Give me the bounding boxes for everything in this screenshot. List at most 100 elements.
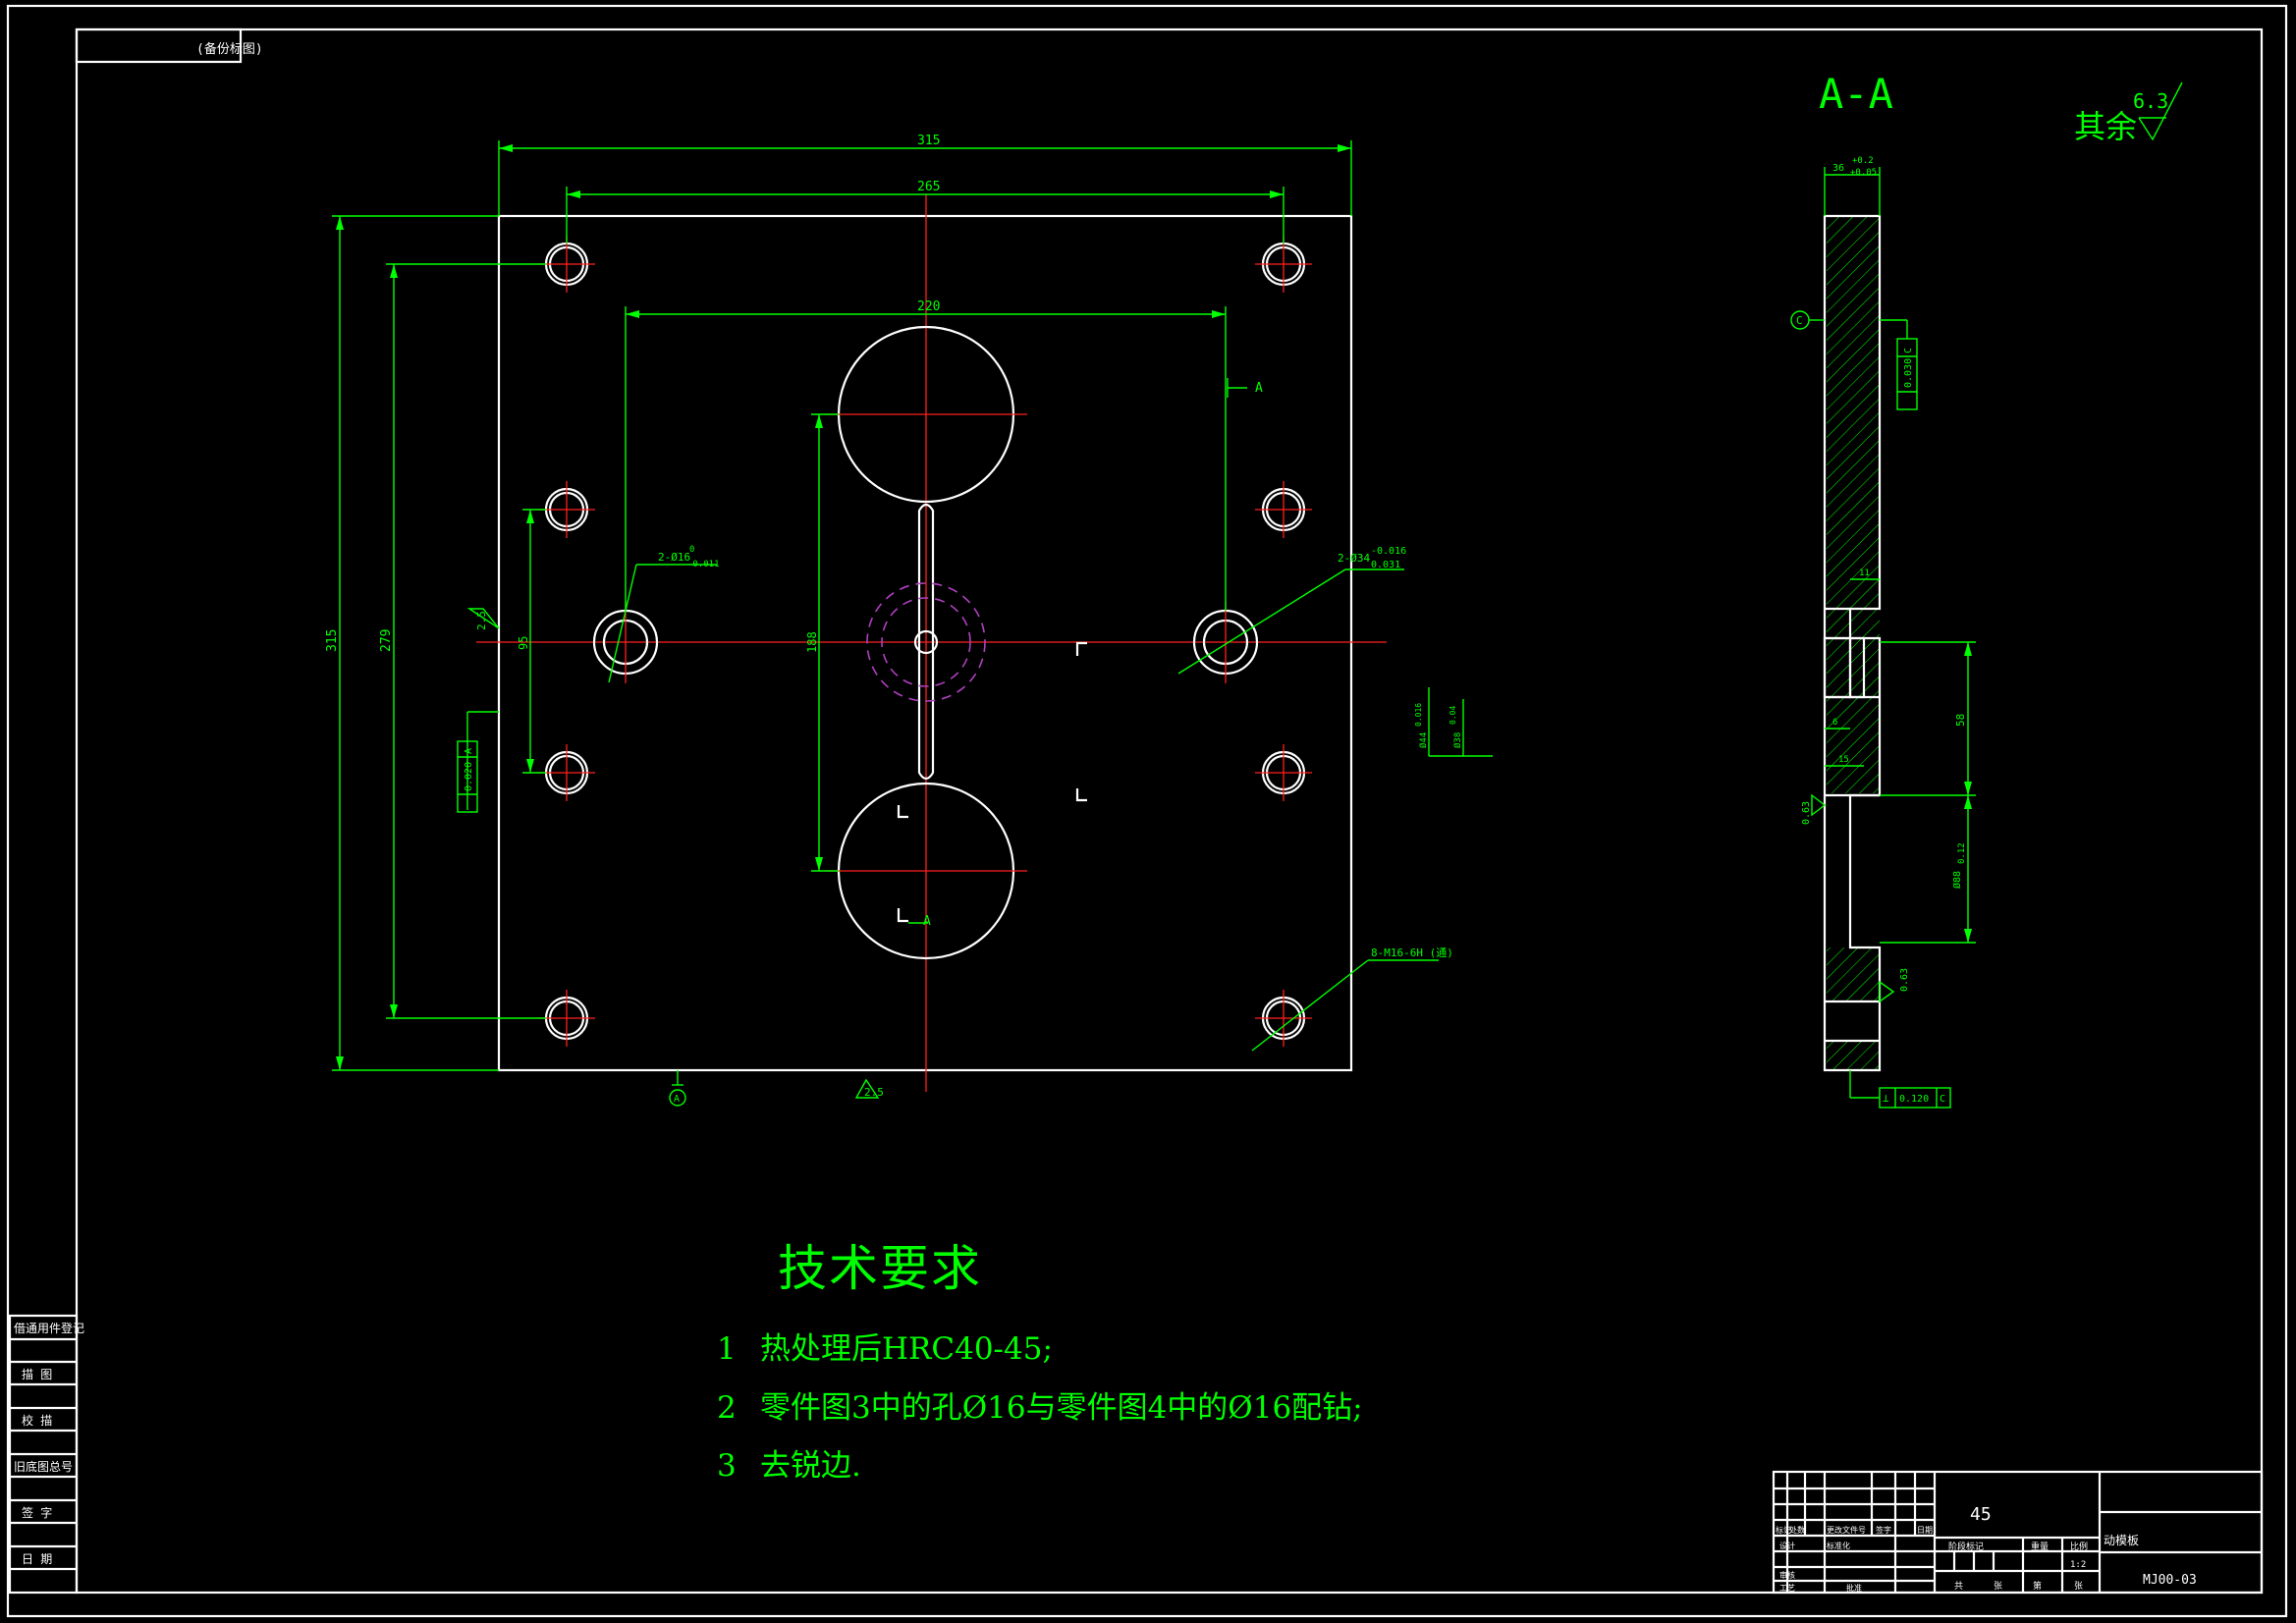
rev-header-4: 签字 <box>1876 1525 1891 1535</box>
runner-slot <box>917 503 935 781</box>
section-roughness-1: 0.63 <box>1801 801 1812 825</box>
title-sheet-label: 张 <box>1994 1581 2002 1592</box>
section-depth-3: 15 <box>1838 755 1849 765</box>
dim-guide-hole-lower: 0.031 <box>1371 560 1400 570</box>
margin-label-5: 签 字 <box>22 1505 52 1520</box>
title-block: 标记 处数 更改文件号 签字 日期 设计 标准化 审核 工艺 批准 45 阶段标… <box>1772 1470 2264 1595</box>
inner-border <box>75 27 2264 1595</box>
stamp-label: (备份标图) <box>196 41 263 57</box>
margin-label-1: 借通用件登记 <box>14 1321 84 1335</box>
role-standard: 标准化 <box>1827 1541 1850 1550</box>
section-depth-2: 6 <box>1832 718 1837 728</box>
counterbore-1: Ø44 <box>1418 732 1429 748</box>
datum-a: A <box>674 1094 680 1105</box>
title-sheet-no: 第 <box>2033 1580 2042 1592</box>
counterbore-1-tol: 0.016 <box>1414 703 1423 727</box>
guide-bush-right <box>1192 601 1259 683</box>
perp-ref: A <box>464 748 474 754</box>
datum-c: C <box>1796 314 1803 327</box>
tech-requirement-2-num: 2 <box>717 1390 737 1426</box>
section-mark-a-2: A <box>923 914 931 929</box>
section-bore-tol: 0.12 <box>1957 842 1967 864</box>
counterbore-2-tol: 0.04 <box>1449 706 1457 725</box>
stamp-box: (备份标图) <box>75 27 263 64</box>
section-title: A-A <box>1819 70 1893 118</box>
tech-requirement-3-text: 去锐边. <box>760 1448 861 1484</box>
title-stage: 阶段标记 <box>1948 1541 1984 1552</box>
section-thickness: 36 <box>1832 163 1844 174</box>
role-approve: 批准 <box>1846 1583 1862 1593</box>
sprue-hidden-outer <box>866 582 986 702</box>
tech-requirement-2: 2 零件图3中的孔Ø16与零件图4中的Ø16配钻; <box>717 1382 1363 1427</box>
screw-hole <box>1255 744 1312 801</box>
plate-outline <box>497 214 1353 1072</box>
rev-header-1: 标记 <box>1776 1525 1791 1535</box>
title-scale-value: 1:2 <box>2070 1560 2086 1570</box>
rev-header-2: 处数 <box>1789 1525 1805 1535</box>
roughness-value: 6.3 <box>2133 89 2168 113</box>
rev-header-5: 日期 <box>1917 1526 1933 1535</box>
section-bore: Ø88 <box>1951 871 1963 889</box>
section-thickness-lower: +0.05 <box>1850 168 1877 178</box>
dim-overall-width: 315 <box>917 134 940 148</box>
margin-label-2: 描 图 <box>22 1368 52 1381</box>
sprue-hidden-inner <box>881 597 971 687</box>
title-sheet-total: 共 <box>1954 1581 1963 1592</box>
dim-pin-hole-lower: -0.011 <box>687 560 720 569</box>
margin-label-3: 校 描 <box>22 1413 52 1428</box>
section-dim-58: 58 <box>1954 714 1967 727</box>
outer-border <box>6 4 2288 1618</box>
title-part-name: 动模板 <box>2104 1534 2139 1547</box>
dim-guide-hole: 2-Ø34 <box>1338 552 1370 565</box>
counterbore-2: Ø38 <box>1452 732 1463 748</box>
sprue-hole <box>913 629 939 655</box>
front-view: A A 315 265 220 315 279 <box>325 134 1493 1107</box>
title-sheet-label-2: 张 <box>2074 1581 2083 1592</box>
tech-requirement-1-text: 热处理后HRC40-45; <box>760 1331 1053 1367</box>
title-material: 45 <box>1970 1504 1992 1525</box>
title-drawing-number: MJ00-03 <box>2143 1573 2197 1588</box>
roughness-other-symbol: 其余 6.3 <box>2074 81 2183 145</box>
dim-hole-spacing-y: 279 <box>379 629 394 652</box>
section-perp-ref: C <box>1940 1094 1945 1105</box>
section-mark-a: A <box>1255 381 1263 396</box>
parallel-ref: C <box>1903 348 1914 353</box>
svg-text:⊥: ⊥ <box>1883 1092 1889 1105</box>
role-design: 设计 <box>1779 1541 1795 1550</box>
screw-hole <box>538 236 595 293</box>
tech-requirement-2-text: 零件图3中的孔Ø16与零件图4中的Ø16配钻; <box>760 1390 1363 1426</box>
screw-hole <box>538 481 595 538</box>
title-scale-header: 比例 <box>2070 1541 2088 1552</box>
dim-small-span: 95 <box>517 636 530 650</box>
screw-hole <box>1255 990 1312 1047</box>
roughness-bottom: 2.5 <box>864 1086 884 1099</box>
screw-hole <box>1255 481 1312 538</box>
screw-hole <box>538 744 595 801</box>
section-view: A-A 36 +0.2 +0.05 C 0.030 C <box>1790 70 1976 1109</box>
screw-hole <box>1255 236 1312 293</box>
margin-label-4: 旧底图总号 <box>14 1459 73 1474</box>
rev-header-3: 更改文件号 <box>1827 1525 1866 1535</box>
tech-requirement-3-num: 3 <box>717 1448 737 1484</box>
left-margin-table: 借通用件登记 描 图 校 描 旧底图总号 签 字 日 期 <box>8 1314 84 1595</box>
screw-holes <box>538 236 1312 1047</box>
section-depth-1: 11 <box>1859 568 1870 578</box>
dim-overall-height: 315 <box>325 629 340 652</box>
perp-tol: 0.020 <box>464 762 474 791</box>
screw-hole <box>538 990 595 1047</box>
roughness-left: 2.5 <box>475 611 488 630</box>
dim-inner-span: 220 <box>917 299 940 314</box>
margin-label-6: 日 期 <box>22 1552 52 1566</box>
role-process: 工艺 <box>1779 1584 1795 1593</box>
tech-requirement-3: 3 去锐边. <box>717 1440 861 1485</box>
dim-screw-holes: 8-M16-6H (通) <box>1371 947 1453 959</box>
dim-guide-hole-upper: -0.016 <box>1371 546 1406 557</box>
dim-hole-spacing-x: 265 <box>917 180 940 194</box>
dim-slot-length: 188 <box>805 631 819 653</box>
guide-bush-left <box>592 601 659 683</box>
section-thickness-upper: +0.2 <box>1852 156 1874 166</box>
parallel-tol: 0.030 <box>1903 358 1914 388</box>
dim-pin-hole: 2-Ø16 <box>658 551 690 564</box>
